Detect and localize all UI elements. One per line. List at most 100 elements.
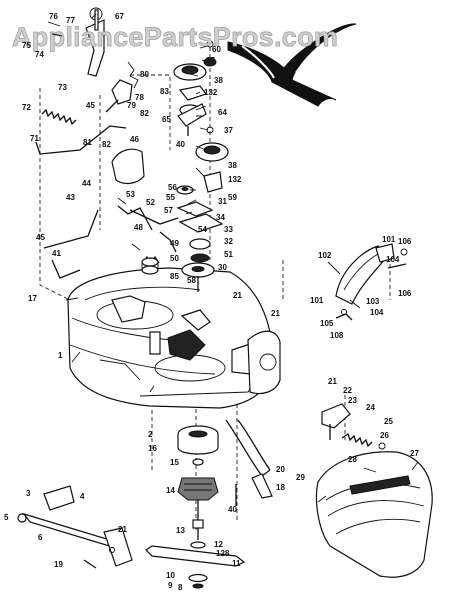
label-102: 102: [318, 251, 332, 260]
label-75: 75: [22, 41, 31, 50]
label-40b: 40: [228, 505, 237, 514]
label-32: 32: [224, 237, 233, 246]
watermark-text: AppliancePartsPros.com: [12, 22, 338, 52]
label-48: 48: [134, 223, 143, 232]
label-59: 59: [228, 193, 237, 202]
label-60: 60: [212, 45, 221, 54]
label-71: 71: [30, 134, 39, 143]
label-3: 3: [26, 489, 31, 498]
label-17: 17: [28, 294, 37, 303]
label-29: 29: [296, 473, 305, 482]
label-73: 73: [58, 83, 67, 92]
idler-pulley-arm: [129, 209, 179, 275]
label-58: 58: [187, 276, 196, 285]
label-38a: 38: [214, 76, 223, 85]
label-105: 105: [320, 319, 334, 328]
label-14: 14: [166, 486, 175, 495]
label-6: 6: [38, 533, 43, 542]
blade-assembly: [145, 545, 246, 589]
lower-spindle-assembly: [177, 425, 219, 549]
label-33: 33: [224, 225, 233, 234]
label-101a: 101: [382, 235, 396, 244]
label-82b: 82: [102, 140, 111, 149]
discharge-chute-assembly: [315, 403, 433, 578]
label-5: 5: [4, 513, 9, 522]
label-30: 30: [218, 263, 227, 272]
label-21a: 21: [233, 291, 242, 300]
label-37a: 37: [206, 56, 215, 65]
label-1: 1: [58, 351, 63, 360]
label-44: 44: [82, 179, 91, 188]
label-25: 25: [384, 417, 393, 426]
drive-belt: [227, 23, 357, 107]
label-27: 27: [410, 449, 419, 458]
mower-deck: [67, 267, 274, 409]
belt-guard: [247, 330, 281, 395]
label-13: 13: [176, 526, 185, 535]
label-43: 43: [66, 193, 75, 202]
label-45a: 45: [86, 101, 95, 110]
label-103: 103: [366, 297, 380, 306]
label-31: 31: [218, 197, 227, 206]
label-37b: 37: [224, 126, 233, 135]
label-41: 41: [52, 249, 61, 258]
label-80: 80: [140, 70, 149, 79]
label-10: 10: [166, 571, 175, 580]
label-55: 55: [166, 193, 175, 202]
label-77: 77: [66, 16, 75, 25]
bracket-46: [111, 148, 145, 185]
label-15: 15: [170, 458, 179, 467]
linkage-rods: [35, 125, 153, 279]
deflector-bracket-assembly: [335, 243, 408, 321]
label-67: 67: [115, 12, 124, 21]
stabilizer-bracket-assembly: [17, 485, 133, 569]
label-108: 108: [330, 331, 344, 340]
label-65: 65: [162, 115, 171, 124]
label-101b: 101: [310, 296, 324, 305]
label-79: 79: [127, 101, 136, 110]
label-50: 50: [170, 254, 179, 263]
label-38b: 38: [228, 161, 237, 170]
label-56: 56: [168, 183, 177, 192]
label-74: 74: [35, 50, 44, 59]
label-2: 2: [148, 430, 153, 439]
label-104a: 104: [386, 255, 400, 264]
label-132a: 132: [204, 88, 218, 97]
label-4: 4: [80, 492, 85, 501]
center-spindle-stack: [173, 40, 229, 292]
label-106b: 106: [398, 289, 412, 298]
label-9: 9: [168, 581, 173, 590]
label-85: 85: [170, 272, 179, 281]
label-54: 54: [198, 225, 207, 234]
label-21b: 21: [271, 309, 280, 318]
label-49: 49: [170, 239, 179, 248]
label-18: 18: [276, 483, 285, 492]
label-57: 57: [164, 206, 173, 215]
lower-belt-and-rod: [225, 419, 273, 506]
label-78: 78: [135, 93, 144, 102]
label-22: 22: [343, 386, 352, 395]
label-8: 8: [178, 583, 183, 592]
label-24: 24: [366, 403, 375, 412]
label-51: 51: [224, 250, 233, 259]
label-128: 128: [216, 549, 230, 558]
label-83: 83: [160, 87, 169, 96]
idler-bracket-assembly: [85, 7, 139, 113]
label-16: 16: [148, 444, 157, 453]
label-106a: 106: [398, 237, 412, 246]
callout-labels: 76 77 67 75 74 60 37 80 38 73 83 132 78 …: [4, 12, 419, 592]
label-52: 52: [146, 198, 155, 207]
label-34: 34: [216, 213, 225, 222]
label-132b: 132: [228, 175, 242, 184]
label-21d: 21: [118, 525, 127, 534]
label-19: 19: [54, 560, 63, 569]
label-72: 72: [22, 103, 31, 112]
label-21c: 21: [328, 377, 337, 386]
label-20: 20: [276, 465, 285, 474]
label-64: 64: [218, 108, 227, 117]
label-26: 26: [380, 431, 389, 440]
label-46: 46: [130, 135, 139, 144]
label-11: 11: [232, 559, 241, 568]
label-53: 53: [126, 190, 135, 199]
